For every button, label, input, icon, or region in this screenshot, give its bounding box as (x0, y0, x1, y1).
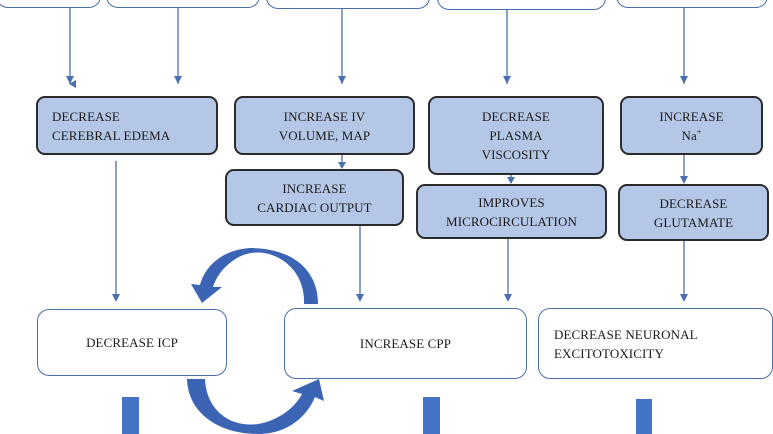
decrease-cerebral-edema-box: DECREASE CEREBRAL EDEMA (36, 96, 218, 155)
feedback-arrow-icp-to-cpp (187, 379, 324, 434)
box-text-line: INCREASE (282, 180, 347, 196)
box-text-line: EXCITOTOXICITY (554, 345, 664, 361)
feedback-arrow-cpp-to-icp (191, 248, 318, 304)
box-text-line: MICROCIRCULATION (446, 213, 577, 229)
arrowhead (503, 76, 511, 84)
decrease-plasma-viscosity-box: DECREASE PLASMA VISCOSITY (428, 96, 604, 175)
decrease-icp-box: DECREASE ICP (37, 309, 227, 376)
arrowhead (680, 76, 688, 84)
box-text-line: DECREASE (659, 195, 728, 211)
box-text-line: IMPROVES (478, 194, 545, 210)
box-text-line: CEREBRAL EDEMA (52, 127, 171, 143)
increase-cardiac-output-box: INCREASE CARDIAC OUTPUT (225, 169, 404, 226)
thick-arrow-shaft-cpp (423, 397, 440, 434)
box-text-line: VOLUME, MAP (278, 127, 371, 143)
arrowhead (507, 177, 515, 184)
arrowhead (504, 294, 512, 302)
sodium-charge: + (696, 127, 702, 137)
arrowhead (680, 294, 688, 302)
thick-arrow-shaft-neuronal (636, 399, 652, 434)
increase-sodium-box: INCREASE Na+ (620, 96, 763, 155)
improves-microcirculation-box: IMPROVES MICROCIRCULATION (416, 184, 607, 239)
box-text-line: GLUTAMATE (653, 214, 734, 230)
box-text-line: PLASMA (489, 128, 543, 143)
arrowhead (338, 162, 346, 169)
arrowhead (66, 76, 74, 84)
arrowhead (112, 294, 120, 302)
arrowhead (338, 76, 346, 84)
increase-iv-volume-box: INCREASE IV VOLUME, MAP (234, 96, 415, 155)
arrowhead (356, 294, 364, 302)
box-text-line: INCREASE IV (283, 108, 366, 124)
box-text-line: INCREASE CPP (359, 336, 452, 351)
box-text-line: INCREASE (659, 108, 724, 124)
sodium-ion-label: Na+ (682, 126, 702, 145)
box-text-line: DECREASE (52, 108, 120, 124)
box-text-line: DECREASE ICP (86, 335, 178, 350)
box-text-line: DECREASE NEURONAL (554, 326, 698, 342)
box-text-line: CARDIAC OUTPUT (257, 199, 372, 215)
arrowhead (680, 176, 688, 184)
decrease-neuronal-excitotoxicity-box: DECREASE NEURONAL EXCITOTOXICITY (538, 308, 773, 379)
thick-arrow-shaft-icp (122, 397, 139, 434)
sodium-base: Na (681, 127, 697, 143)
decrease-glutamate-box: DECREASE GLUTAMATE (618, 184, 769, 241)
box-text-line: DECREASE (482, 109, 550, 124)
arrowhead (174, 76, 182, 84)
box-text-line: VISCOSITY (481, 147, 551, 162)
increase-cpp-box: INCREASE CPP (284, 308, 527, 379)
